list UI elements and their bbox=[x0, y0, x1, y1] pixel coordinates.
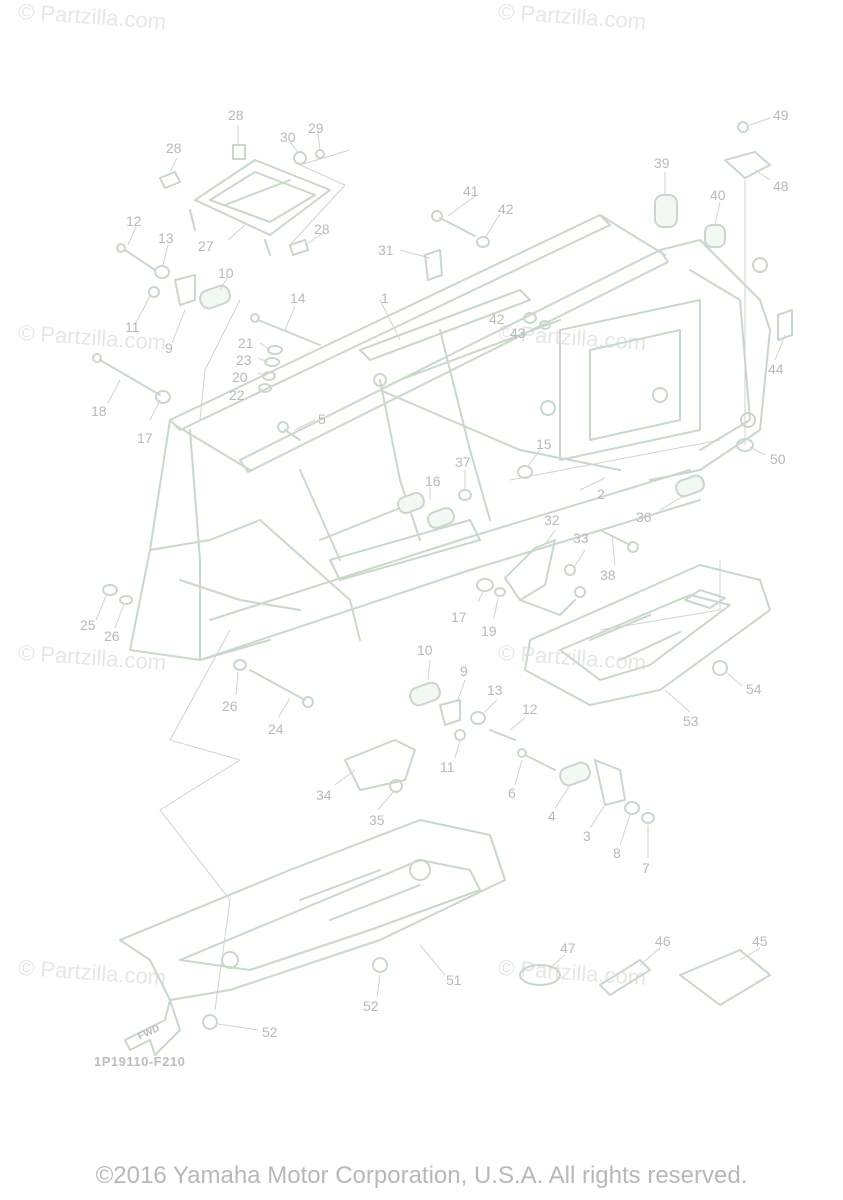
callout-30: 30 bbox=[280, 129, 296, 145]
diagram-code: 1P19110-F210 bbox=[94, 1054, 186, 1069]
callout-13: 13 bbox=[487, 682, 503, 698]
callout-8: 8 bbox=[613, 845, 621, 861]
callout-7: 7 bbox=[642, 860, 650, 876]
callout-28: 28 bbox=[166, 140, 182, 156]
callout-12: 12 bbox=[126, 213, 142, 229]
callout-39: 39 bbox=[654, 155, 670, 171]
callout-16: 16 bbox=[425, 473, 441, 489]
leader-lines bbox=[95, 117, 786, 1031]
callout-26: 26 bbox=[104, 628, 120, 644]
callout-36: 36 bbox=[636, 509, 652, 525]
main-frame bbox=[129, 214, 771, 661]
callout-20: 20 bbox=[232, 369, 248, 385]
callout-52: 52 bbox=[262, 1024, 278, 1040]
callout-31: 31 bbox=[378, 242, 394, 258]
callout-12: 12 bbox=[522, 701, 538, 717]
callout-42: 42 bbox=[498, 201, 514, 217]
callout-50: 50 bbox=[770, 451, 786, 467]
callout-21: 21 bbox=[238, 335, 254, 351]
callout-37: 37 bbox=[455, 454, 471, 470]
callout-26: 26 bbox=[222, 698, 238, 714]
callout-15: 15 bbox=[536, 436, 552, 452]
callout-53: 53 bbox=[683, 713, 699, 729]
callout-40: 40 bbox=[710, 187, 726, 203]
callout-54: 54 bbox=[746, 681, 762, 697]
callout-42: 42 bbox=[489, 311, 505, 327]
callout-14: 14 bbox=[290, 290, 306, 306]
callout-33: 33 bbox=[573, 530, 589, 546]
callout-28: 28 bbox=[314, 221, 330, 237]
copyright-text: ©2016 Yamaha Motor Corporation, U.S.A. A… bbox=[95, 1162, 748, 1189]
callout-9: 9 bbox=[165, 340, 173, 356]
callout-23: 23 bbox=[236, 352, 252, 368]
callout-43: 43 bbox=[510, 325, 526, 341]
callout-22: 22 bbox=[229, 387, 245, 403]
callout-17: 17 bbox=[451, 609, 467, 625]
callout-13: 13 bbox=[158, 230, 174, 246]
callout-19: 19 bbox=[481, 623, 497, 639]
callout-25: 25 bbox=[80, 617, 96, 633]
callout-35: 35 bbox=[369, 812, 385, 828]
callout-28: 28 bbox=[228, 107, 244, 123]
callout-10: 10 bbox=[417, 642, 433, 658]
callout-46: 46 bbox=[655, 933, 671, 949]
callout-3: 3 bbox=[583, 828, 591, 844]
front-carrier bbox=[189, 159, 331, 256]
small-parts bbox=[92, 121, 793, 1030]
skid-plate-53 bbox=[524, 564, 771, 706]
fwd-arrow: FWD bbox=[124, 999, 181, 1056]
callout-32: 32 bbox=[544, 512, 560, 528]
callout-1: 1 bbox=[381, 290, 389, 306]
callout-11: 11 bbox=[125, 319, 140, 335]
callout-17: 17 bbox=[137, 430, 153, 446]
callout-9: 9 bbox=[460, 663, 468, 679]
callout-47: 47 bbox=[560, 940, 576, 956]
callout-2: 2 bbox=[597, 486, 605, 502]
callout-48: 48 bbox=[773, 178, 789, 194]
callout-38: 38 bbox=[600, 567, 616, 583]
callout-24: 24 bbox=[268, 721, 284, 737]
callout-49: 49 bbox=[773, 107, 789, 123]
callout-29: 29 bbox=[308, 120, 324, 136]
callout-18: 18 bbox=[91, 403, 107, 419]
callout-52: 52 bbox=[363, 998, 379, 1014]
callout-34: 34 bbox=[316, 787, 332, 803]
callout-41: 41 bbox=[463, 183, 479, 199]
callout-11: 11 bbox=[440, 759, 455, 775]
callout-10: 10 bbox=[218, 265, 234, 281]
callout-45: 45 bbox=[752, 933, 768, 949]
callout-5: 5 bbox=[318, 411, 326, 427]
skid-plate-51 bbox=[119, 819, 506, 1001]
callouts: 1 2 3 4 5 6 7 8 9 9 10 10 11 11 12 12 13… bbox=[80, 107, 789, 1040]
callout-44: 44 bbox=[768, 361, 784, 377]
callout-6: 6 bbox=[508, 785, 516, 801]
callout-4: 4 bbox=[548, 808, 556, 824]
callout-27: 27 bbox=[198, 238, 214, 254]
callout-51: 51 bbox=[446, 972, 462, 988]
